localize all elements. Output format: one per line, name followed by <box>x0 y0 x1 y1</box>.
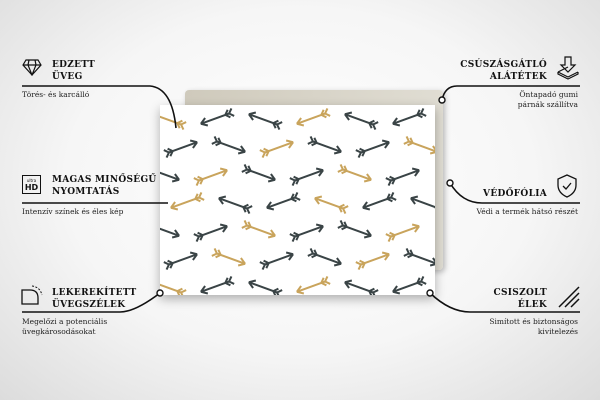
arrow-mark <box>200 107 235 127</box>
arrow-mark <box>241 219 276 239</box>
arrow-mark <box>193 223 228 243</box>
arrow-mark <box>296 275 331 295</box>
arrow-mark <box>307 135 342 155</box>
arrow-mark <box>355 139 390 159</box>
arrow-mark <box>392 107 427 127</box>
tempered-glass-desc: Törés- és karcálló <box>22 90 90 99</box>
arrow-mark <box>160 279 187 295</box>
arrow-mark <box>403 247 435 267</box>
arrow-mark <box>362 191 397 211</box>
arrow-mark <box>160 219 180 239</box>
arrow-mark <box>160 163 180 183</box>
arrow-mark <box>289 167 324 187</box>
rounded-corner-icon <box>21 285 43 305</box>
arrow-mark <box>218 195 253 215</box>
arrow-mark <box>170 191 205 211</box>
hd-print-desc: Intenzív színek és éles kép <box>22 207 124 216</box>
diamond-icon <box>22 59 42 76</box>
arrow-mark <box>307 247 342 267</box>
pad-download-icon <box>557 56 579 80</box>
arrow-mark <box>344 111 379 131</box>
arrow-mark <box>248 111 283 131</box>
arrow-mark <box>241 163 276 183</box>
arrow-mark <box>266 191 301 211</box>
arrow-mark <box>193 167 228 187</box>
arrow-mark <box>403 135 435 155</box>
arrow-mark <box>344 279 379 295</box>
arrow-mark <box>211 135 246 155</box>
arrow-mark <box>337 163 372 183</box>
arrow-mark <box>385 167 420 187</box>
protective-film-title: VÉDŐFÓLIA <box>483 189 547 199</box>
arrow-mark <box>160 111 187 131</box>
arrow-mark <box>259 251 294 271</box>
arrow-mark <box>289 223 324 243</box>
arrow-mark <box>392 275 427 295</box>
shield-check-icon <box>557 174 577 198</box>
arrow-mark <box>248 279 283 295</box>
diagonal-lines-icon <box>558 286 580 308</box>
arrow-mark <box>355 251 390 271</box>
arrow-mark <box>259 139 294 159</box>
glass-picture <box>160 105 435 295</box>
arrow-mark <box>385 223 420 243</box>
arrow-mark <box>200 275 235 295</box>
arrow-mark <box>410 195 435 215</box>
arrow-pattern <box>160 107 435 295</box>
arrow-mark <box>296 107 331 127</box>
arrow-mark <box>211 247 246 267</box>
arrow-mark <box>163 251 198 271</box>
arrow-mark <box>337 219 372 239</box>
arrow-mark <box>163 139 198 159</box>
protective-film-desc: Védi a termék hátsó részét <box>476 207 578 216</box>
arrow-mark <box>314 195 349 215</box>
